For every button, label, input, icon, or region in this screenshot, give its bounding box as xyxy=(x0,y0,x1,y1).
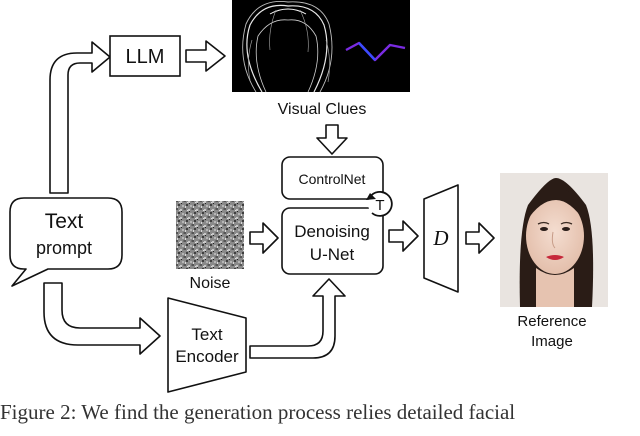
arrow-prompt-to-llm xyxy=(49,41,111,194)
arrow-decoder-to-reference xyxy=(465,222,495,254)
text-encoder-block xyxy=(167,297,247,393)
llm-label: LLM xyxy=(126,46,165,68)
llm-box xyxy=(109,35,181,77)
noise-label: Noise xyxy=(190,275,231,292)
arrow-prompt-to-encoder xyxy=(43,282,161,355)
visual-clues-label: Visual Clues xyxy=(278,101,367,118)
decoder-label: D xyxy=(432,226,448,250)
diagram-canvas: LLM Visual Clues ControlNet Denoising U-… xyxy=(9,0,608,393)
text-encoder-line2: Encoder xyxy=(175,347,239,366)
controlnet-label: ControlNet xyxy=(299,171,366,187)
arrow-noise-to-unet xyxy=(249,222,279,254)
reference-face-image xyxy=(500,173,608,307)
text-prompt-line2: prompt xyxy=(36,238,92,258)
arrow-unet-to-decoder xyxy=(388,220,419,252)
unet-label-line1: Denoising xyxy=(294,222,370,241)
arrow-encoder-to-unet xyxy=(249,278,346,359)
text-encoder-line1: Text xyxy=(191,325,222,344)
arrow-clues-to-controlnet xyxy=(316,124,348,155)
figure-caption: Figure 2: We find the generation process… xyxy=(0,400,516,424)
text-prompt-bubble xyxy=(9,197,123,287)
t-label: T xyxy=(375,197,384,214)
unet-box xyxy=(281,207,384,275)
controlnet-box xyxy=(281,156,384,200)
unet-label-line2: U-Net xyxy=(310,245,355,264)
reference-label-line1: Reference xyxy=(517,313,586,330)
text-prompt-line1: Text xyxy=(45,210,84,233)
noise-image xyxy=(176,201,244,269)
arrow-llm-to-clues xyxy=(185,40,226,72)
t-cycle-icon: T xyxy=(366,191,393,217)
visual-clues-image xyxy=(232,0,410,93)
reference-label-line2: Image xyxy=(531,333,573,350)
decoder-block xyxy=(423,184,459,293)
